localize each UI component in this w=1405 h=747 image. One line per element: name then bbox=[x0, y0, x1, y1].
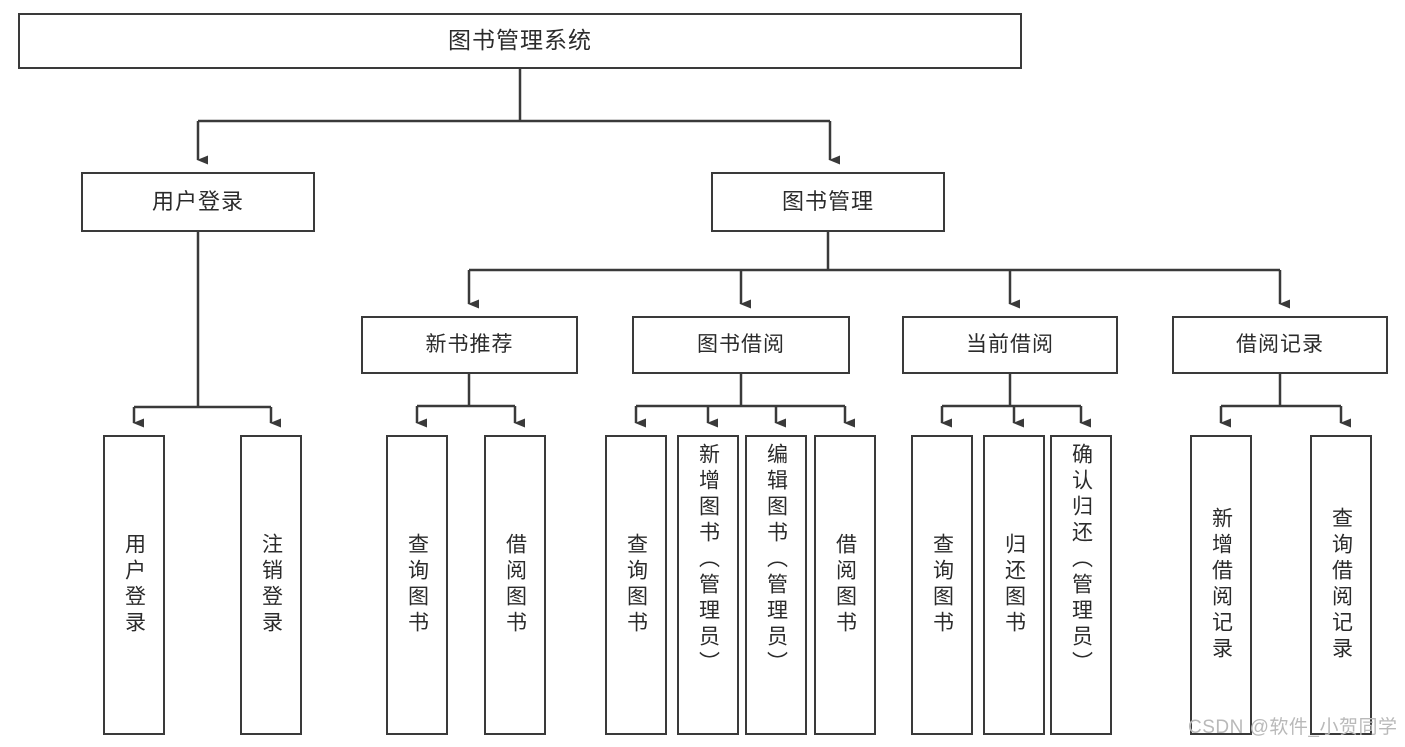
node-current-borrow[interactable]: 当前借阅 bbox=[902, 316, 1118, 374]
node-leaf-logout-login[interactable]: 注销登录 bbox=[240, 435, 302, 735]
node-leaf-query-book-cur[interactable]: 查询图书 bbox=[911, 435, 973, 735]
node-leaf-query-book-borrow[interactable]: 查询图书 bbox=[605, 435, 667, 735]
node-leaf-query-book-cur-label: 查询图书 bbox=[930, 533, 954, 637]
node-book-borrow[interactable]: 图书借阅 bbox=[632, 316, 850, 374]
node-book-borrow-label: 图书借阅 bbox=[697, 332, 785, 356]
node-root-label: 图书管理系统 bbox=[448, 27, 592, 54]
node-user-login[interactable]: 用户登录 bbox=[81, 172, 315, 232]
node-leaf-borrow-book-rec-label: 借阅图书 bbox=[503, 533, 527, 637]
node-leaf-query-borrow-record[interactable]: 查询借阅记录 bbox=[1310, 435, 1372, 735]
node-leaf-borrow-book-rec[interactable]: 借阅图书 bbox=[484, 435, 546, 735]
node-new-book-recommend[interactable]: 新书推荐 bbox=[361, 316, 578, 374]
node-leaf-user-login-label: 用户登录 bbox=[122, 533, 146, 637]
node-new-book-recommend-label: 新书推荐 bbox=[425, 332, 514, 356]
node-leaf-edit-book-admin-label: 编辑图书（管理员） bbox=[764, 443, 788, 677]
csdn-watermark: CSDN @软件_小贺同学 bbox=[1188, 717, 1398, 738]
node-leaf-query-book-rec-label: 查询图书 bbox=[405, 533, 429, 637]
node-leaf-query-book-rec[interactable]: 查询图书 bbox=[386, 435, 448, 735]
node-leaf-user-login[interactable]: 用户登录 bbox=[103, 435, 165, 735]
node-leaf-add-borrow-record[interactable]: 新增借阅记录 bbox=[1190, 435, 1252, 735]
node-current-borrow-label: 当前借阅 bbox=[966, 332, 1054, 356]
node-leaf-add-borrow-record-label: 新增借阅记录 bbox=[1209, 507, 1233, 663]
node-leaf-return-book-label: 归还图书 bbox=[1002, 533, 1026, 637]
node-leaf-add-book-admin-label: 新增图书（管理员） bbox=[696, 443, 720, 677]
node-leaf-confirm-return-admin[interactable]: 确认归还（管理员） bbox=[1050, 435, 1112, 735]
node-borrow-record-label: 借阅记录 bbox=[1236, 332, 1324, 356]
node-leaf-return-book[interactable]: 归还图书 bbox=[983, 435, 1045, 735]
node-borrow-record[interactable]: 借阅记录 bbox=[1172, 316, 1388, 374]
node-leaf-edit-book-admin[interactable]: 编辑图书（管理员） bbox=[745, 435, 807, 735]
node-root[interactable]: 图书管理系统 bbox=[18, 13, 1022, 69]
node-leaf-logout-login-label: 注销登录 bbox=[259, 533, 283, 637]
node-leaf-confirm-return-admin-label: 确认归还（管理员） bbox=[1069, 443, 1093, 677]
node-user-login-label: 用户登录 bbox=[151, 189, 244, 215]
node-leaf-query-borrow-record-label: 查询借阅记录 bbox=[1329, 507, 1353, 663]
node-leaf-borrow-book-label: 借阅图书 bbox=[833, 533, 857, 637]
node-book-manage[interactable]: 图书管理 bbox=[711, 172, 945, 232]
node-book-manage-label: 图书管理 bbox=[781, 189, 874, 215]
node-leaf-borrow-book[interactable]: 借阅图书 bbox=[814, 435, 876, 735]
node-leaf-query-book-borrow-label: 查询图书 bbox=[624, 533, 648, 637]
node-leaf-add-book-admin[interactable]: 新增图书（管理员） bbox=[677, 435, 739, 735]
